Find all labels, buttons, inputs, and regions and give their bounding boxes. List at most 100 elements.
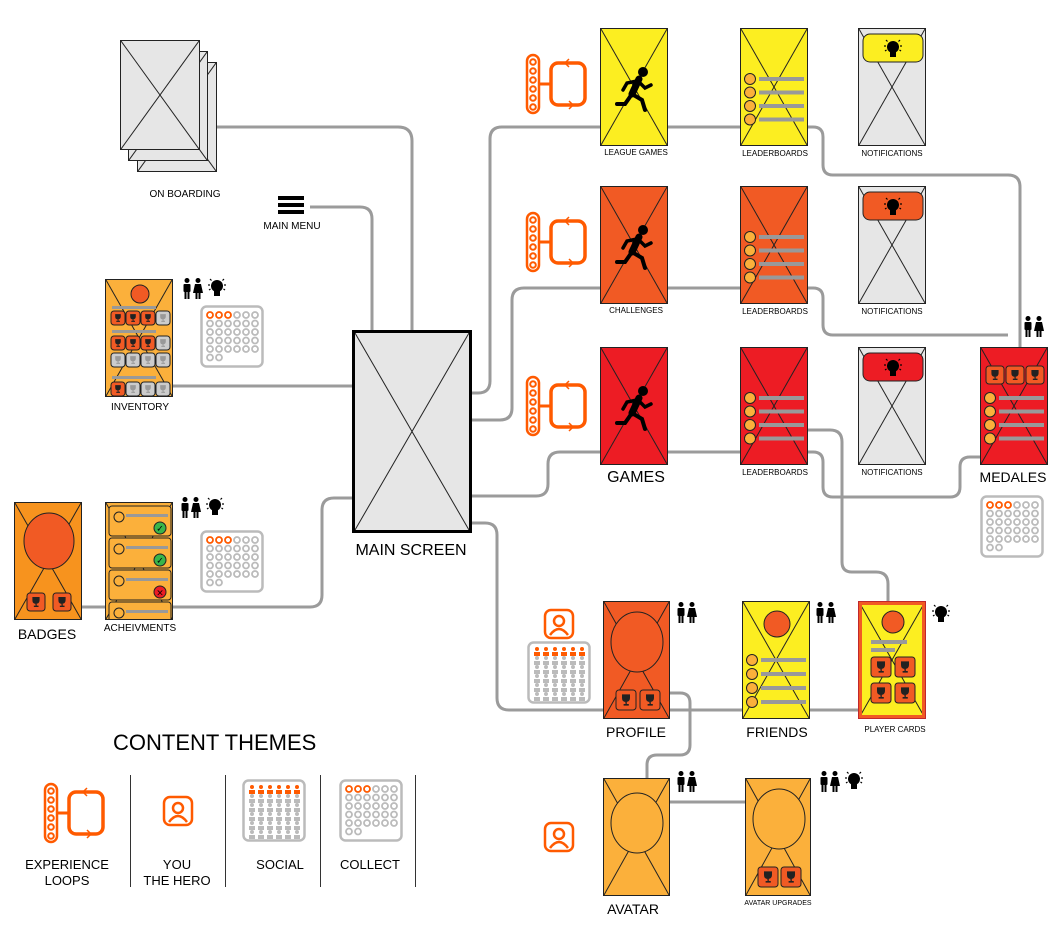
tip-bulb-icon xyxy=(206,497,224,515)
player-cards-screen[interactable] xyxy=(858,601,926,719)
social-couple-icon xyxy=(677,771,697,792)
avatar-screen-content xyxy=(610,792,664,854)
legend-label: EXPERIENCE xyxy=(25,857,109,872)
profile-screen-label: PROFILE xyxy=(606,724,666,740)
experience-loop-icon xyxy=(525,211,587,273)
notifications-screen-content xyxy=(862,33,924,63)
svg-text:✓: ✓ xyxy=(156,525,164,535)
legend-divider xyxy=(320,775,321,887)
legend-label: SOCIAL xyxy=(256,857,304,872)
tip-bulb-icon xyxy=(845,771,863,789)
friends-screen-label: FRIENDS xyxy=(746,724,808,740)
social-grid xyxy=(527,641,591,704)
legend-loop-icon xyxy=(43,782,105,844)
leaderboard-screen-label: LEADERBOARDS xyxy=(742,468,808,477)
tip-bulb-icon xyxy=(932,604,950,622)
game-mode-screen-content xyxy=(615,386,653,431)
notifications-screen-label: NOTIFICATIONS xyxy=(861,149,923,158)
onboarding-screen-content xyxy=(121,41,200,150)
game-mode-screen[interactable] xyxy=(600,186,668,304)
medales-screen-label: MEDALES xyxy=(979,469,1047,485)
tip-bulb-icon xyxy=(208,278,226,296)
notifications-screen-content xyxy=(862,352,924,382)
legend-label: YOU xyxy=(162,857,192,872)
main-menu-label: MAIN MENU xyxy=(263,221,321,232)
notifications-screen[interactable] xyxy=(858,28,926,146)
collect-grid xyxy=(200,305,264,368)
legend-divider xyxy=(225,775,226,887)
profile-screen[interactable] xyxy=(603,601,670,719)
avatar-upgrades-screen-content xyxy=(752,788,806,888)
achievements-screen[interactable]: ✓ ✓ × xyxy=(105,502,173,620)
legend-collect: COLLECT xyxy=(340,857,400,873)
profile-screen-content xyxy=(610,611,664,711)
legend-social: SOCIAL xyxy=(256,857,304,873)
social-couple-icon xyxy=(181,497,201,518)
game-mode-screen-label: LEAGUE GAMES xyxy=(604,148,668,157)
main-screen[interactable] xyxy=(352,330,472,533)
badges-screen-label: BADGES xyxy=(17,626,77,642)
legend-divider xyxy=(415,775,416,887)
avatar-upgrades-screen[interactable] xyxy=(745,778,811,896)
friends-screen-content xyxy=(746,610,806,708)
user-icon xyxy=(543,821,575,853)
game-mode-screen[interactable] xyxy=(600,28,668,146)
user-icon xyxy=(543,608,575,640)
notifications-screen-label: NOTIFICATIONS xyxy=(861,307,923,316)
social-couple-icon xyxy=(816,602,836,623)
leaderboard-screen-content xyxy=(744,392,804,445)
medales-screen-content xyxy=(984,365,1045,445)
collect-grid xyxy=(200,530,264,593)
notifications-screen[interactable] xyxy=(858,347,926,465)
achievements-screen-content: ✓ ✓ × xyxy=(108,505,172,619)
onboarding-screen-label: ON BOARDING xyxy=(149,189,221,200)
player-cards-screen-content xyxy=(859,602,925,718)
inventory-screen-content xyxy=(110,284,171,396)
social-couple-icon xyxy=(677,602,697,623)
notifications-screen[interactable] xyxy=(858,186,926,304)
notifications-screen-label: NOTIFICATIONS xyxy=(861,468,923,477)
avatar-screen[interactable] xyxy=(603,778,670,896)
leaderboard-screen-label: LEADERBOARDS xyxy=(742,149,808,158)
achievements-screen-label: ACHEIVMENTS xyxy=(103,623,177,634)
experience-loop-icon xyxy=(525,53,587,115)
leaderboard-screen[interactable] xyxy=(740,28,808,146)
svg-text:×: × xyxy=(156,589,164,599)
experience-loop-icon xyxy=(525,375,587,437)
social-couple-icon xyxy=(1024,316,1044,337)
badges-screen[interactable] xyxy=(14,502,82,620)
main-screen-label: MAIN SCREEN xyxy=(355,542,467,559)
leaderboard-screen[interactable] xyxy=(740,347,808,465)
hamburger-menu-icon xyxy=(278,196,304,214)
legend-collect-grid xyxy=(339,779,403,842)
svg-text:✓: ✓ xyxy=(156,557,164,567)
game-mode-screen-content xyxy=(615,225,653,270)
notifications-screen-content xyxy=(862,191,924,221)
game-mode-screen-label: CHALLENGES xyxy=(609,306,663,315)
avatar-screen-label: AVATAR xyxy=(607,901,659,917)
legend-label: LOOPS xyxy=(44,873,90,888)
inventory-screen[interactable] xyxy=(105,279,173,397)
legend-label: THE HERO xyxy=(143,873,211,888)
leaderboard-screen-label: LEADERBOARDS xyxy=(742,307,808,316)
game-mode-screen-label: GAMES xyxy=(607,469,665,486)
leaderboard-screen[interactable] xyxy=(740,186,808,304)
social-couple-icon xyxy=(820,771,840,792)
game-mode-screen[interactable] xyxy=(600,347,668,465)
collect-grid xyxy=(980,495,1044,558)
leaderboard-screen-content xyxy=(744,231,804,284)
player-cards-screen-label: PLAYER CARDS xyxy=(864,725,926,734)
onboarding-screen[interactable] xyxy=(120,40,200,150)
inventory-screen-label: INVENTORY xyxy=(111,402,169,413)
legend-social-grid xyxy=(242,779,306,842)
badges-screen-content xyxy=(23,512,75,612)
legend-divider xyxy=(130,775,131,887)
friends-screen[interactable] xyxy=(742,601,810,719)
legend-user-icon xyxy=(162,795,194,827)
game-mode-screen-content xyxy=(615,67,653,112)
medales-screen[interactable] xyxy=(980,347,1048,465)
social-couple-icon xyxy=(183,278,203,299)
